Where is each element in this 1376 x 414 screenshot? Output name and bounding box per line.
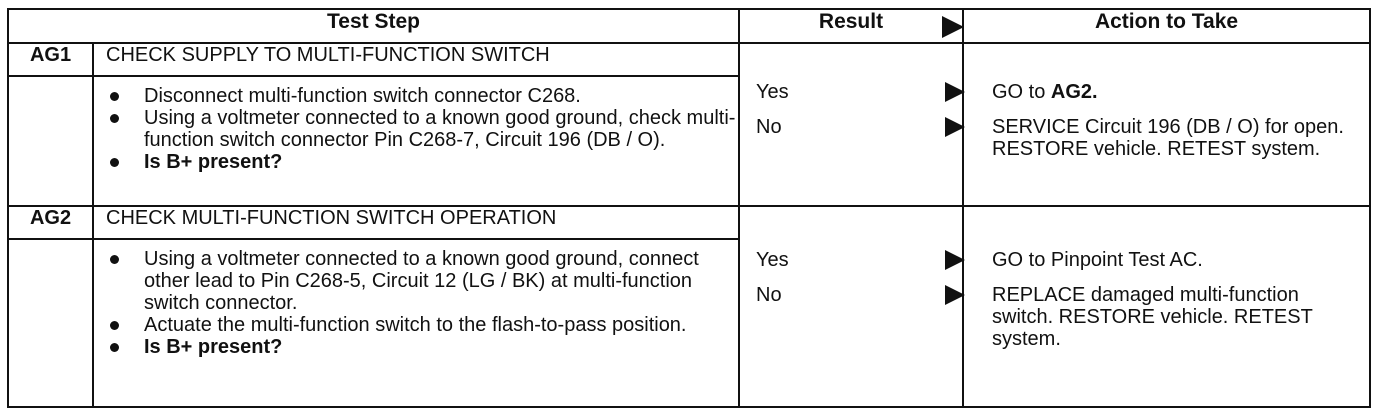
- step-id: AG2: [7, 205, 94, 241]
- header-action: Action to Take: [962, 8, 1371, 44]
- step-id: AG1: [7, 42, 94, 77]
- test-step-table: Test Step Result Action to Take AG1 CHEC…: [7, 8, 1371, 408]
- bullet-list: Using a voltmeter connected to a known g…: [94, 248, 738, 358]
- step-detail-row: Disconnect multi-function switch connect…: [7, 74, 1370, 208]
- step-title-row: AG2 CHECK MULTI-FUNCTION SWITCH OPERATIO…: [7, 205, 1371, 408]
- list-item: Disconnect multi-function switch connect…: [104, 85, 738, 107]
- action-step-ref: AG2.: [1050, 81, 1098, 103]
- result-cell: Yes No: [738, 205, 965, 408]
- list-item: Using a voltmeter connected to a known g…: [104, 248, 738, 314]
- step-detail: Disconnect multi-function switch connect…: [92, 74, 740, 208]
- action-cell: GO to Pinpoint Test AC. REPLACE damaged …: [962, 205, 1371, 408]
- step-title: CHECK SUPPLY TO MULTI-FUNCTION SWITCH: [92, 42, 740, 77]
- step-detail: Using a voltmeter connected to a known g…: [92, 238, 740, 408]
- step-title: CHECK MULTI-FUNCTION SWITCH OPERATION: [92, 205, 740, 241]
- result-cell: Yes No: [738, 41, 965, 208]
- result-no: No: [756, 116, 782, 138]
- action-cell: GO to AG2. SERVICE Circuit 196 (DB / O) …: [962, 41, 1371, 208]
- table-header-row: Test Step Result Action to Take: [7, 8, 1371, 44]
- step-id-spacer: [7, 238, 94, 408]
- result-yes: Yes: [756, 81, 789, 103]
- header-result-label: Result: [818, 10, 884, 33]
- list-item-question: Is B+ present?: [104, 151, 738, 173]
- arrow-right-icon: [945, 250, 965, 271]
- arrow-right-icon: [945, 117, 965, 137]
- arrow-right-icon: [945, 285, 965, 306]
- header-result: Result: [738, 8, 964, 44]
- header-test-step: Test Step: [7, 8, 740, 44]
- action-yes: GO to AG2.: [992, 81, 1363, 103]
- step-title-row: AG1 CHECK SUPPLY TO MULTI-FUNCTION SWITC…: [7, 41, 1371, 208]
- action-text: GO to: [992, 81, 1051, 103]
- action-no: REPLACE damaged multi-function switch. R…: [992, 284, 1363, 350]
- arrow-right-icon: [945, 82, 965, 102]
- step-id-spacer: [7, 74, 94, 208]
- list-item: Actuate the multi-function switch to the…: [104, 314, 738, 336]
- action-text: GO to Pinpoint Test AC.: [992, 249, 1203, 272]
- list-item: Using a voltmeter connected to a known g…: [104, 107, 738, 151]
- action-no: SERVICE Circuit 196 (DB / O) for open. R…: [992, 116, 1363, 160]
- bullet-list: Disconnect multi-function switch connect…: [94, 85, 738, 173]
- result-no: No: [756, 284, 782, 307]
- result-yes: Yes: [756, 249, 789, 272]
- action-yes: GO to Pinpoint Test AC.: [992, 249, 1363, 271]
- step-detail-row: Using a voltmeter connected to a known g…: [7, 238, 1370, 408]
- arrow-right-icon: [942, 16, 964, 38]
- action-text: SERVICE Circuit 196 (DB / O) for open. R…: [992, 116, 1344, 160]
- list-item-question: Is B+ present?: [104, 336, 738, 358]
- action-text: REPLACE damaged multi-function switch. R…: [992, 284, 1313, 351]
